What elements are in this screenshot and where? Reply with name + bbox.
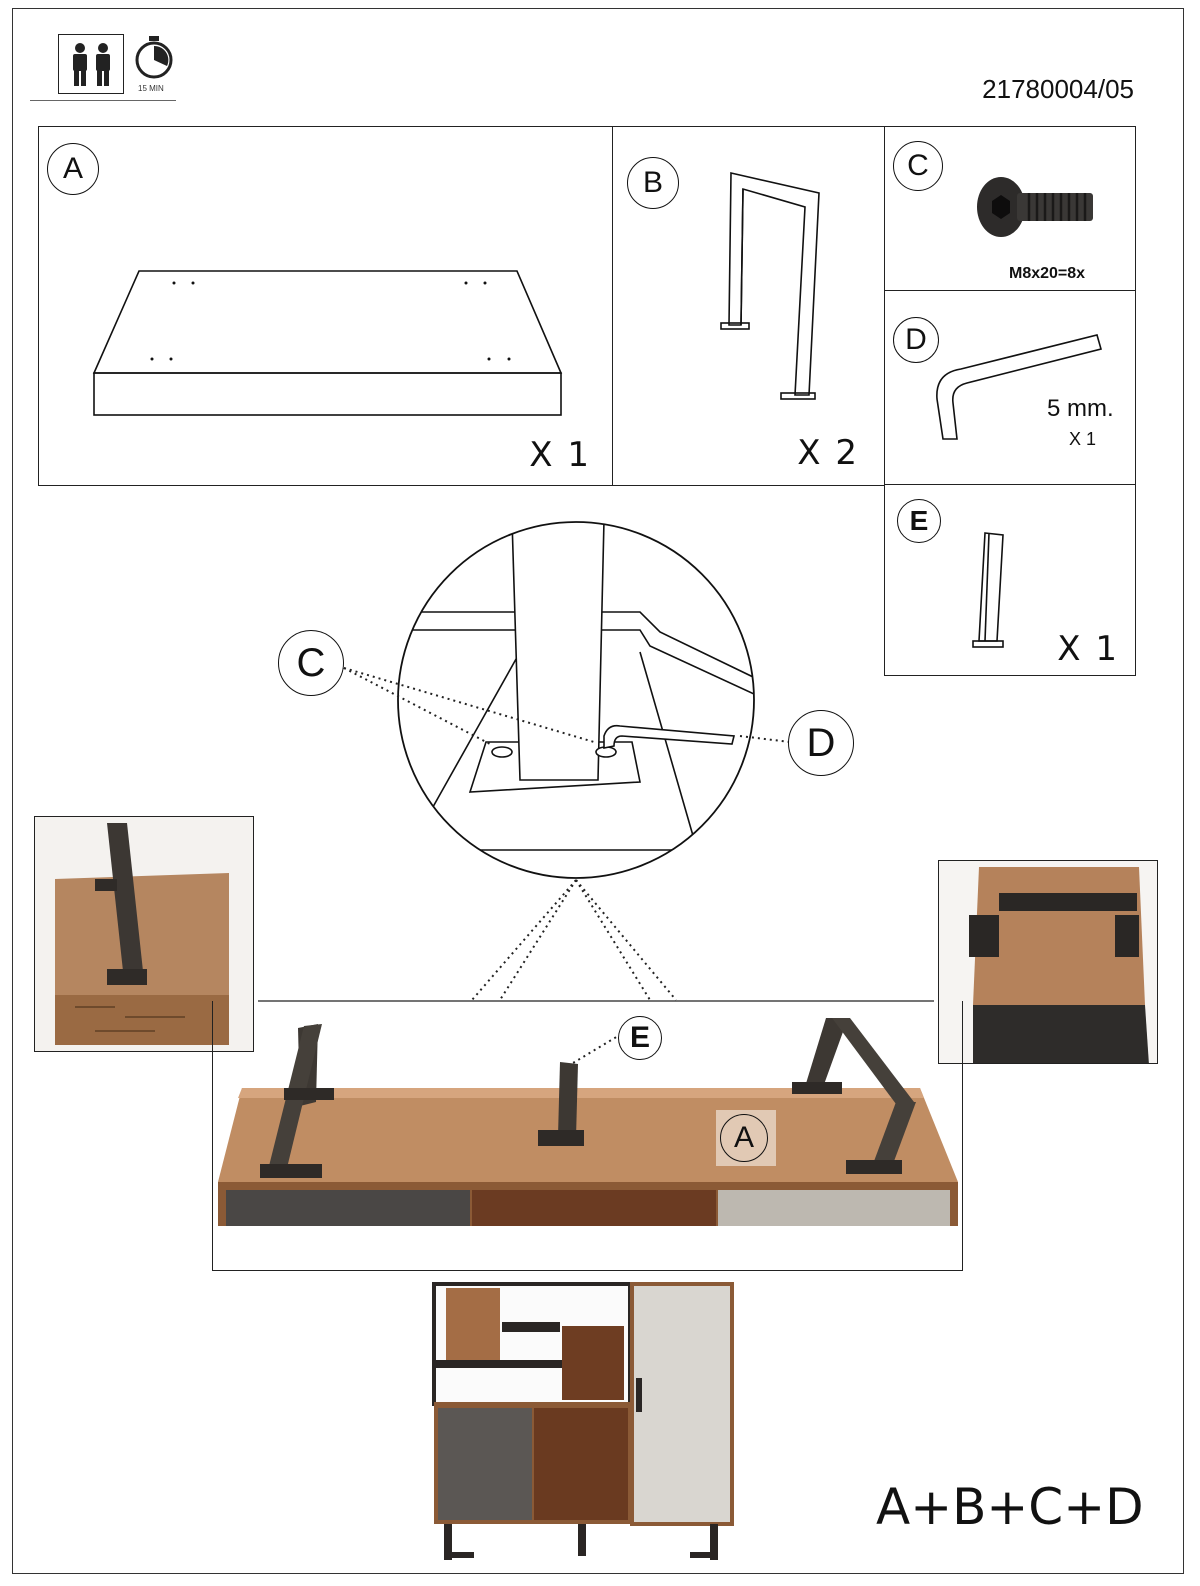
part-b-label: B: [627, 157, 679, 209]
part-d-box: D 5 mm. X 1: [884, 290, 1136, 486]
photo-callout-a: A: [720, 1114, 768, 1162]
detail-callout-c: C: [278, 630, 344, 696]
part-e-label: E: [897, 499, 941, 543]
hex-key-size: 5 mm.: [1047, 395, 1114, 422]
part-a-box: A X 1: [38, 126, 614, 486]
part-b-quantity: X 2: [797, 433, 859, 473]
center-leg-drawing: [972, 532, 1004, 648]
part-d-quantity: X 1: [1069, 429, 1097, 449]
part-a-quantity: X 1: [529, 435, 591, 475]
part-e-box: E X 1: [884, 484, 1136, 676]
stopwatch-icon: [135, 36, 173, 79]
main-photo-frame: [212, 1001, 963, 1271]
part-c-label: C: [893, 141, 943, 191]
time-label: 15 MIN: [138, 84, 164, 93]
page-frame: [12, 8, 1184, 1574]
tabletop-drawing: [92, 270, 563, 416]
main-assembly-photo: [218, 1018, 958, 1226]
assembly-formula: A+B+C+D: [876, 1478, 1144, 1536]
part-a-label: A: [47, 143, 99, 195]
part-c-box: C M8x20=8x: [884, 126, 1136, 292]
bolt-spec: M8x20=8x: [1009, 265, 1086, 282]
document-number: 21780004/05: [982, 74, 1134, 104]
two-persons-icon: [73, 43, 110, 86]
persons-icon-box: [58, 34, 124, 94]
bolt-icon: [977, 177, 1093, 237]
left-inset-photo: [34, 816, 254, 1052]
hex-key-icon: [936, 334, 1102, 440]
detail-callout-d: D: [788, 710, 854, 776]
part-e-quantity: X 1: [1057, 629, 1119, 669]
right-inset-photo: [938, 860, 1158, 1064]
header-rule: [30, 100, 176, 101]
assembled-sideboard-image: [432, 1282, 734, 1560]
leg-frame-drawing: [720, 172, 820, 400]
part-b-box: B X 2: [612, 126, 886, 486]
part-d-label: D: [893, 317, 939, 363]
photo-callout-e: E: [618, 1016, 662, 1060]
